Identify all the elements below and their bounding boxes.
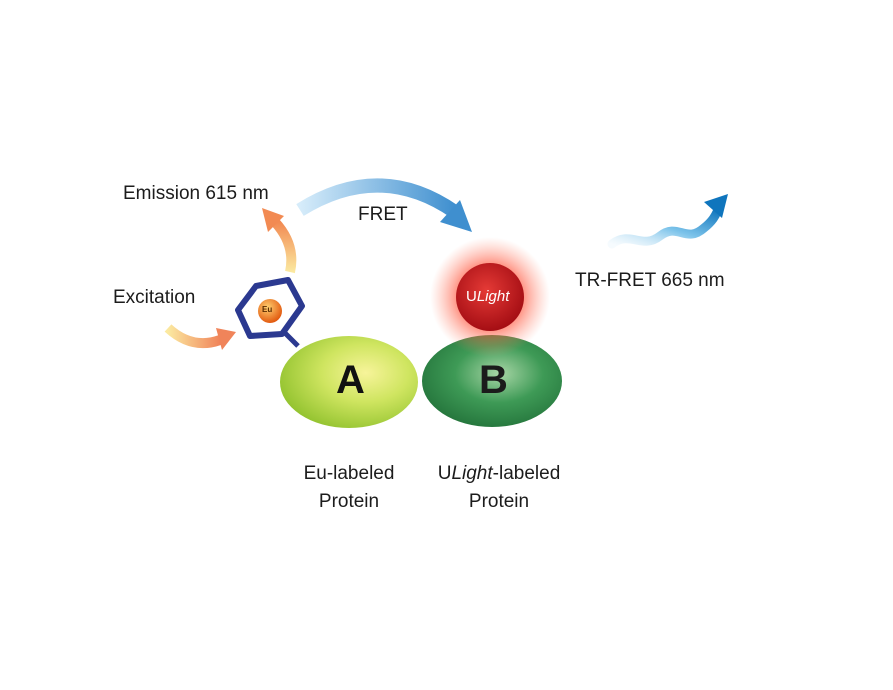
protein-a-letter: A — [336, 358, 365, 402]
protein-b-caption-line2: Protein — [468, 491, 530, 512]
protein-b-letter: B — [479, 358, 508, 402]
tr-fret-label: TR-FRET 665 nm — [575, 270, 725, 291]
protein-a-caption-line2: Protein — [318, 491, 380, 512]
protein-b-caption: ULight-labeled Protein — [424, 460, 574, 516]
ulight-dye-prefix: U — [466, 288, 477, 305]
emission-label: Emission 615 nm — [123, 183, 269, 204]
fret-label: FRET — [358, 204, 408, 225]
ulight-dye-italic: Light — [476, 288, 510, 305]
protein-a-caption-line1: Eu-labeled — [303, 463, 395, 484]
ulight-dye-label: ULight — [466, 288, 509, 305]
tr-fret-wave-arrow — [607, 194, 728, 249]
protein-a-caption: Eu-labeled Protein — [289, 460, 409, 516]
eu-chelate-label: Eu — [262, 305, 273, 314]
eu-chelate — [235, 277, 305, 348]
protein-a-shape — [280, 336, 418, 428]
protein-b-caption-suffix: -labeled — [492, 463, 561, 484]
fret-arrow — [296, 178, 472, 232]
excitation-label: Excitation — [113, 287, 196, 308]
protein-b-caption-line1: ULight-labeled — [424, 460, 574, 488]
ulight-acceptor — [430, 237, 550, 357]
protein-b-caption-italic: Light — [451, 463, 493, 484]
protein-b-shape — [422, 335, 562, 427]
protein-b-caption-prefix: U — [437, 463, 452, 484]
excitation-arrow — [164, 324, 236, 350]
emission-arrow — [262, 208, 297, 274]
